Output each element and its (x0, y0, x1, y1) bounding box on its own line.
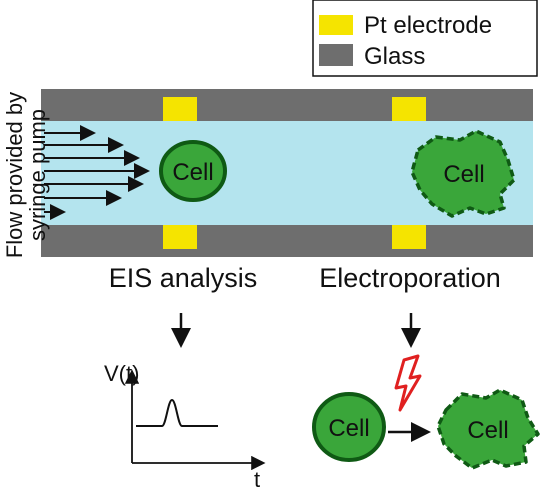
flow-arrows (44, 125, 150, 220)
legend-label-glass: Glass (364, 43, 425, 70)
legend-swatch-pt-electrode (319, 15, 353, 35)
legend-swatch-glass (319, 44, 353, 66)
pt-electrode-top-right (392, 97, 426, 121)
intact-cell-label: Cell (172, 159, 213, 186)
top-glass-wall (41, 89, 533, 121)
eis-analysis-title: EIS analysis (109, 263, 258, 293)
pt-electrode-top-left (163, 97, 197, 121)
flow-label-line-2: syringe pump (25, 109, 50, 241)
legend-label-pt-electrode: Pt electrode (364, 12, 492, 39)
eis-signal-plot: V(t) t (104, 361, 266, 492)
electroporation-title: Electroporation (319, 263, 501, 293)
intact-cell-before-label: Cell (328, 415, 369, 442)
intact-cell-before: Cell (312, 392, 386, 462)
lightning-bolt-icon (394, 354, 422, 412)
pt-electrode-bottom-right (392, 225, 426, 249)
electroporated-cell-channel: Cell (410, 129, 516, 218)
flow-label-line-1: Flow provided by (2, 92, 27, 258)
electroporated-cell-after: Cell (436, 388, 540, 470)
plot-y-label: V(t) (104, 361, 139, 386)
bottom-glass-wall (41, 225, 533, 257)
electroporated-cell-after-label: Cell (467, 417, 508, 444)
plot-signal-trace (136, 398, 218, 427)
intact-cell-channel: Cell (159, 140, 227, 202)
legend: Pt electrode Glass (312, 0, 538, 77)
plot-x-label: t (254, 467, 260, 492)
electroporated-cell-label: Cell (443, 161, 484, 188)
pt-electrode-bottom-left (163, 225, 197, 249)
